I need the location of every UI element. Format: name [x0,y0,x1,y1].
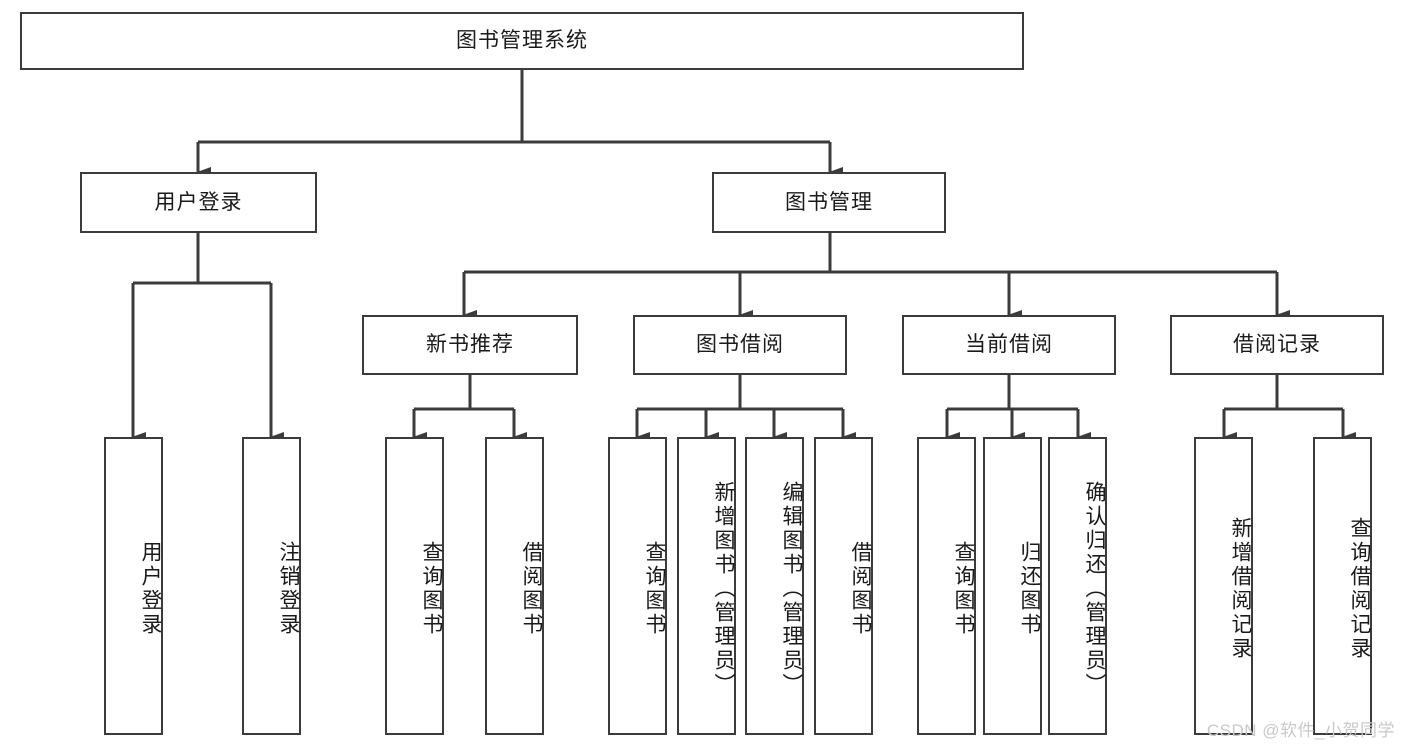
node-label: 新书推荐 [426,333,514,357]
leaf-borrow-query-book[interactable]: 查询图书 [608,437,667,735]
node-label: 当前借阅 [965,333,1053,357]
node-current-borrow[interactable]: 当前借阅 [902,315,1116,375]
leaf-borrow-edit-book-admin[interactable]: 编辑图书（管理员） [745,437,804,735]
leaf-recommend-borrow-book[interactable]: 借阅图书 [485,437,544,735]
node-label: 图书管理 [785,190,873,214]
leaf-current-return-book[interactable]: 归还图书 [983,437,1042,735]
node-label: 借阅记录 [1233,333,1321,357]
leaf-current-query-book[interactable]: 查询图书 [917,437,976,735]
leaf-user-login[interactable]: 用户登录 [104,437,163,735]
node-label: 借阅图书 [520,541,543,637]
node-label: 查询借阅记录 [1348,517,1371,661]
leaf-current-confirm-return-admin[interactable]: 确认归还（管理员） [1048,437,1107,735]
leaf-recommend-query-book[interactable]: 查询图书 [385,437,444,735]
node-label: 编辑图书（管理员） [780,481,803,697]
node-label: 查询图书 [952,541,975,637]
node-label: 图书管理系统 [456,29,588,53]
node-label: 用户登录 [154,190,243,214]
leaf-borrow-borrow-book[interactable]: 借阅图书 [814,437,873,735]
node-label: 归还图书 [1018,541,1041,637]
node-label: 查询图书 [643,541,666,637]
node-label: 图书借阅 [696,333,784,357]
node-book-management[interactable]: 图书管理 [712,172,946,233]
node-root-system[interactable]: 图书管理系统 [20,12,1024,70]
node-label: 借阅图书 [849,541,872,637]
node-label: 查询图书 [420,541,443,637]
node-label: 新增图书（管理员） [712,481,735,697]
leaf-record-add-record[interactable]: 新增借阅记录 [1194,437,1253,735]
leaf-borrow-add-book-admin[interactable]: 新增图书（管理员） [677,437,736,735]
node-label: 注销登录 [277,541,300,637]
node-user-login[interactable]: 用户登录 [80,172,317,233]
leaf-user-logout[interactable]: 注销登录 [242,437,301,735]
watermark-text: CSDN @软件_小贺同学 [1206,721,1395,740]
node-book-borrow[interactable]: 图书借阅 [633,315,847,375]
node-new-book-recommend[interactable]: 新书推荐 [362,315,578,375]
node-label: 确认归还（管理员） [1083,481,1106,697]
node-label: 用户登录 [139,541,162,637]
leaf-record-query-record[interactable]: 查询借阅记录 [1313,437,1372,735]
node-borrow-record[interactable]: 借阅记录 [1170,315,1384,375]
node-label: 新增借阅记录 [1229,517,1252,661]
